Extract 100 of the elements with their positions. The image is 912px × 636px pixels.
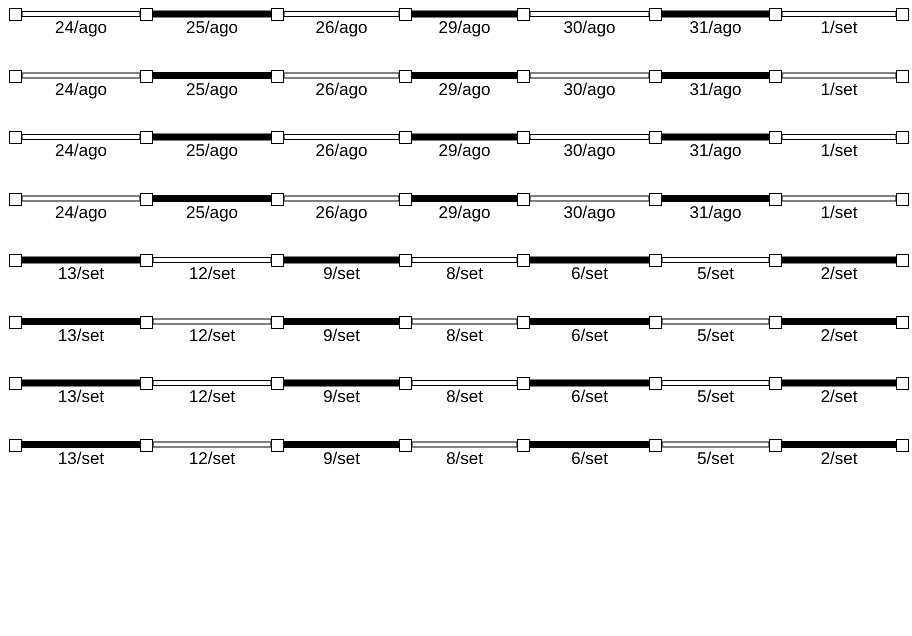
hollow-bar-segment: [22, 196, 140, 202]
edge-label: 24/ago: [55, 80, 107, 98]
edge-label: 30/ago: [564, 141, 616, 160]
square-marker: [271, 377, 284, 390]
edge-label: 5/set: [697, 387, 734, 406]
edge-label: 25/ago: [186, 202, 238, 222]
square-marker: [517, 70, 530, 82]
square-marker: [140, 438, 153, 452]
square-marker: [769, 70, 782, 82]
edge-label: 8/set: [446, 264, 483, 283]
hollow-bar-segment: [530, 196, 650, 202]
filled-bar-segment: [782, 256, 896, 264]
edge-label: 1/set: [820, 80, 858, 98]
edge-label: 24/ago: [55, 18, 107, 37]
square-marker: [769, 8, 782, 21]
square-marker: [649, 192, 662, 206]
hollow-bar-segment: [530, 134, 650, 140]
edge-label: 2/set: [820, 264, 858, 283]
edge-label: 26/ago: [316, 18, 368, 37]
edge-label: 29/ago: [438, 80, 490, 98]
filled-bar-segment: [530, 380, 650, 386]
edge-label: 2/set: [820, 326, 858, 344]
square-marker: [649, 254, 662, 267]
square-marker: [399, 316, 412, 328]
filled-bar-segment: [412, 10, 518, 18]
square-marker: [769, 377, 782, 390]
edge-label: 9/set: [323, 448, 360, 468]
filled-bar-segment: [662, 195, 770, 202]
square-marker: [517, 377, 530, 390]
edge-label: 13/set: [58, 326, 104, 344]
filled-bar-segment: [22, 318, 140, 325]
square-marker: [9, 316, 22, 328]
square-marker: [517, 254, 530, 267]
hollow-bar-segment: [782, 196, 896, 202]
edge-label: 9/set: [323, 326, 360, 344]
edge-label: 25/ago: [186, 80, 238, 98]
square-marker: [9, 8, 22, 21]
hollow-bar-segment: [284, 11, 400, 17]
hollow-bar-segment: [284, 72, 400, 78]
edge-label: 1/set: [820, 141, 858, 160]
square-marker: [517, 316, 530, 328]
edge-label: 2/set: [820, 387, 858, 406]
hollow-bar-segment: [530, 72, 650, 78]
edge-label: 26/ago: [316, 202, 368, 222]
square-marker: [896, 316, 909, 328]
square-marker: [140, 8, 153, 21]
square-marker: [399, 254, 412, 267]
edge-label: 9/set: [323, 387, 360, 406]
square-marker: [271, 131, 284, 144]
filled-bar-segment: [782, 318, 896, 325]
hollow-bar-segment: [284, 196, 400, 202]
filled-bar-segment: [530, 256, 650, 264]
edge-label: 31/ago: [690, 80, 742, 98]
filled-bar-segment: [284, 256, 400, 264]
hollow-bar-segment: [412, 380, 518, 386]
square-marker: [271, 8, 284, 21]
edge-label: 29/ago: [438, 18, 490, 37]
edge-label: 9/set: [323, 264, 360, 283]
square-marker: [9, 70, 22, 82]
edge-label: 29/ago: [438, 141, 490, 160]
hollow-bar-segment: [152, 442, 272, 448]
hollow-bar-segment: [662, 442, 770, 448]
square-marker: [9, 254, 22, 267]
square-marker: [769, 192, 782, 206]
square-marker: [399, 377, 412, 390]
square-marker: [140, 192, 153, 206]
hollow-bar-segment: [22, 72, 140, 78]
square-marker: [649, 8, 662, 21]
hollow-bar-segment: [412, 318, 518, 324]
square-marker: [399, 192, 412, 206]
square-marker: [896, 377, 909, 390]
edge-label: 12/set: [188, 387, 236, 406]
hollow-bar-segment: [152, 257, 272, 263]
hollow-bar-segment: [530, 11, 650, 17]
hollow-bar-segment: [284, 134, 400, 140]
filled-bar-segment: [662, 72, 770, 79]
square-marker: [399, 131, 412, 144]
square-marker: [896, 8, 909, 21]
filled-bar-segment: [152, 10, 272, 18]
edge-label: 31/ago: [690, 202, 742, 222]
filled-bar-segment: [530, 441, 650, 448]
square-marker: [517, 192, 530, 206]
filled-bar-segment: [782, 441, 896, 448]
hollow-bar-segment: [662, 380, 770, 386]
edge-label: 12/set: [188, 448, 236, 468]
square-marker: [517, 438, 530, 452]
square-marker: [9, 438, 22, 452]
hollow-bar-segment: [412, 257, 518, 263]
edge-label: 30/ago: [564, 80, 616, 98]
square-marker: [271, 192, 284, 206]
square-marker: [140, 70, 153, 82]
edge-label: 13/set: [58, 448, 104, 468]
edge-label: 8/set: [446, 387, 483, 406]
edge-label: 26/ago: [316, 141, 368, 160]
hollow-bar-segment: [782, 72, 896, 78]
square-marker: [140, 377, 153, 390]
edge-label: 6/set: [571, 448, 608, 468]
square-marker: [517, 131, 530, 144]
hollow-bar-segment: [662, 257, 770, 263]
filled-bar-segment: [284, 441, 400, 448]
